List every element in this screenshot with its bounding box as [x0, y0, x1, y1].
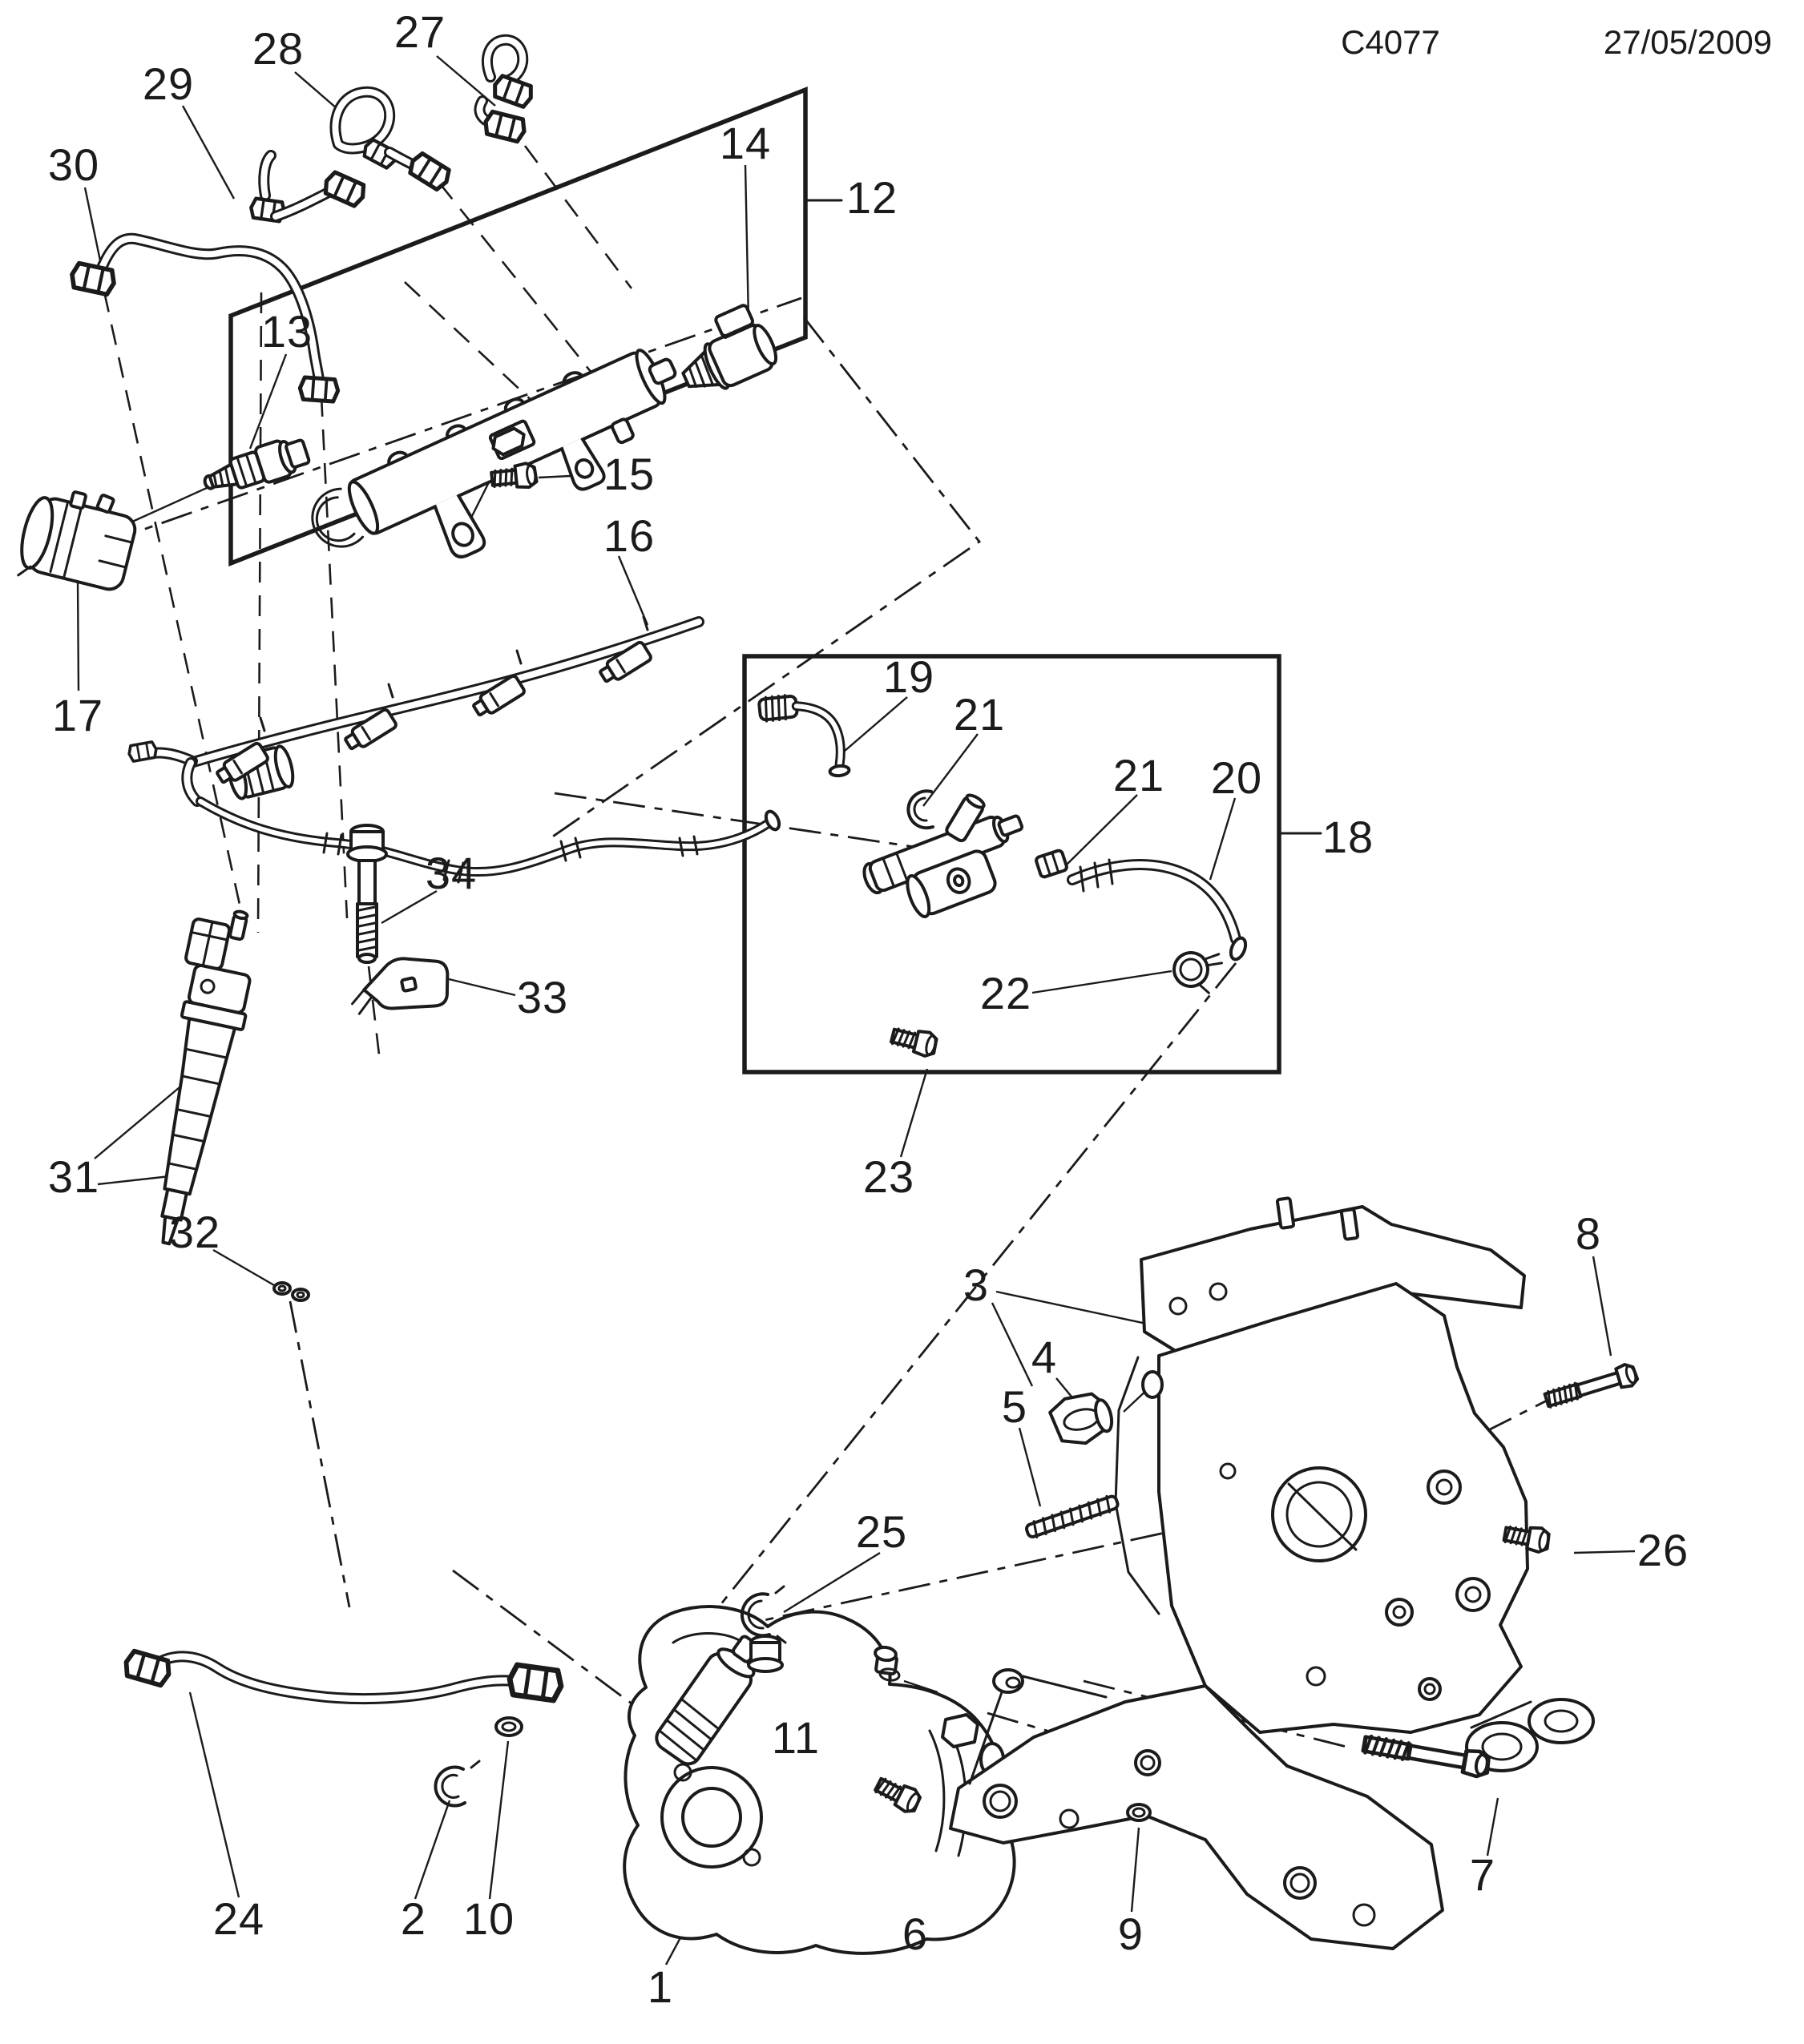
- part-callout-12: 12: [845, 172, 898, 223]
- nut-4: [1048, 1392, 1114, 1445]
- seal-ring-9: [1126, 1803, 1152, 1822]
- pressure-regulator-14: [681, 304, 778, 390]
- fuel-pump-1: [623, 1605, 1016, 1955]
- part-callout-2: 2: [400, 1893, 427, 1944]
- part-callout-21: 21: [953, 689, 1006, 740]
- bolt-8: [1541, 1361, 1641, 1413]
- pin-11: [874, 1645, 901, 1682]
- clip-2: [434, 1760, 481, 1808]
- part-callout-22: 22: [979, 968, 1032, 1018]
- stud-5: [1025, 1494, 1120, 1539]
- part-callout-5: 5: [1001, 1381, 1028, 1432]
- injector-clamp-33: [351, 957, 450, 1015]
- timing-cover-3: [949, 1196, 1595, 1950]
- part-callout-7: 7: [1469, 1849, 1496, 1900]
- part-callout-6: 6: [902, 1909, 929, 1959]
- part-callout-20: 20: [1210, 752, 1263, 803]
- hose-clamp-22: [1172, 951, 1224, 994]
- clamp-17: [17, 490, 137, 591]
- part-callout-23: 23: [862, 1151, 915, 1202]
- part-callout-25: 25: [855, 1506, 908, 1557]
- part-callout-27: 27: [393, 6, 446, 57]
- part-callout-14: 14: [719, 118, 772, 168]
- part-callout-1: 1: [647, 1961, 674, 2012]
- inlet-clip-25: [740, 1585, 787, 1644]
- injector-pipe-29: [250, 150, 368, 222]
- harness-connectors: [216, 615, 652, 784]
- part-callout-31: 31: [47, 1151, 100, 1202]
- injector-31: [160, 909, 252, 1246]
- part-callout-3: 3: [963, 1260, 990, 1310]
- page-date: 27/05/2009: [1603, 23, 1773, 61]
- part-callout-29: 29: [142, 58, 195, 109]
- clamp-bolt-34: [346, 824, 388, 964]
- retainer-clip-21b: [1035, 849, 1068, 879]
- fuel-tee-18: [862, 793, 1024, 918]
- part-callout-8: 8: [1575, 1208, 1602, 1259]
- part-callout-17: 17: [51, 690, 104, 740]
- part-callout-32: 32: [168, 1207, 221, 1257]
- injector-seal-32: [272, 1281, 310, 1302]
- injector-pipe-28: [329, 86, 452, 191]
- part-callout-15: 15: [603, 449, 656, 499]
- part-callout-19: 19: [882, 651, 935, 702]
- feed-pipe-24: [123, 1650, 563, 1705]
- retainer-clip-21a: [906, 789, 934, 830]
- return-harness-16: [126, 615, 781, 884]
- vent-hose-19: [757, 694, 851, 778]
- group-box-18: [742, 654, 1322, 1074]
- part-callout-30: 30: [47, 139, 100, 190]
- bolt-23: [888, 1022, 940, 1060]
- part-callout-10: 10: [462, 1893, 515, 1944]
- page-code: C4077: [1341, 23, 1440, 61]
- washer-10: [494, 1716, 523, 1737]
- return-hose-20: [1067, 858, 1248, 962]
- part-callout-13: 13: [260, 306, 313, 357]
- part-callout-18: 18: [1322, 812, 1374, 862]
- part-callout-9: 9: [1117, 1909, 1144, 1959]
- part-callout-24: 24: [212, 1893, 265, 1944]
- part-callout-11: 11: [771, 1712, 821, 1763]
- part-callout-34: 34: [425, 848, 478, 898]
- part-callout-33: 33: [516, 972, 569, 1022]
- part-callout-4: 4: [1031, 1332, 1058, 1382]
- injector-pipe-27: [474, 34, 535, 143]
- part-callout-21: 21: [1112, 750, 1165, 800]
- part-callout-16: 16: [603, 510, 656, 561]
- part-callout-26: 26: [1637, 1525, 1689, 1575]
- part-callout-28: 28: [252, 23, 305, 74]
- injector-pipe-30: [70, 232, 339, 402]
- fuel-pressure-sensor-13: [203, 438, 311, 490]
